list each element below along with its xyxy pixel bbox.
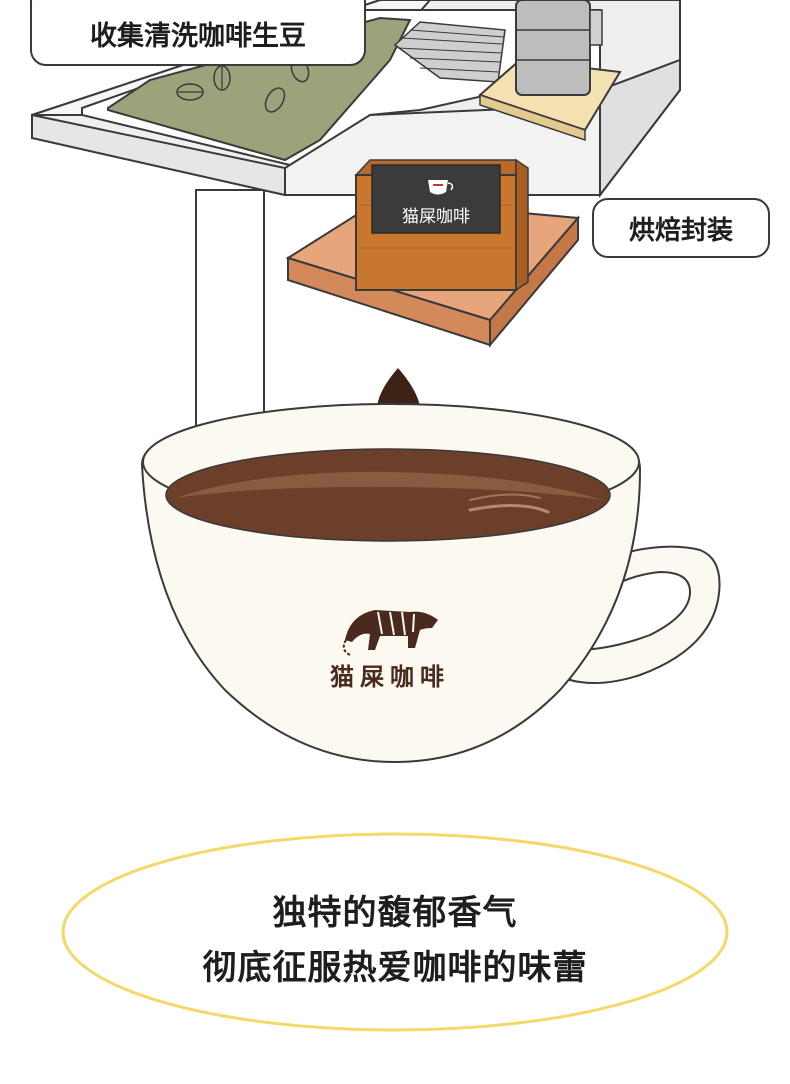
coffee-bean-icon — [176, 83, 204, 101]
box-label-panel — [371, 164, 501, 234]
canister — [478, 0, 622, 142]
wash-grate — [393, 21, 506, 83]
caption-oval — [61, 832, 729, 1032]
cup-brand-text: 猫屎咖啡 — [330, 663, 450, 691]
roast-step-label: 烘焙封装 — [592, 198, 770, 258]
coffee-box: 猫屎咖啡 — [354, 158, 529, 292]
caption-line-2: 彻底征服热爱咖啡的味蕾 — [202, 948, 588, 988]
caption-line-1: 独特的馥郁香气 — [272, 893, 518, 933]
coffee-surface — [165, 448, 611, 542]
collect-step-text: 收集清洗咖啡生豆 — [90, 20, 306, 52]
box-brand-text: 猫屎咖啡 — [402, 207, 470, 227]
coffee-bean-icon — [264, 87, 286, 113]
collect-step-label: 收集清洗咖啡生豆 — [30, 0, 366, 66]
cup-icon — [428, 180, 454, 195]
roast-step-text: 烘焙封装 — [628, 215, 733, 246]
coffee-bean-icon — [213, 65, 231, 91]
civet-cat-logo — [342, 610, 438, 656]
